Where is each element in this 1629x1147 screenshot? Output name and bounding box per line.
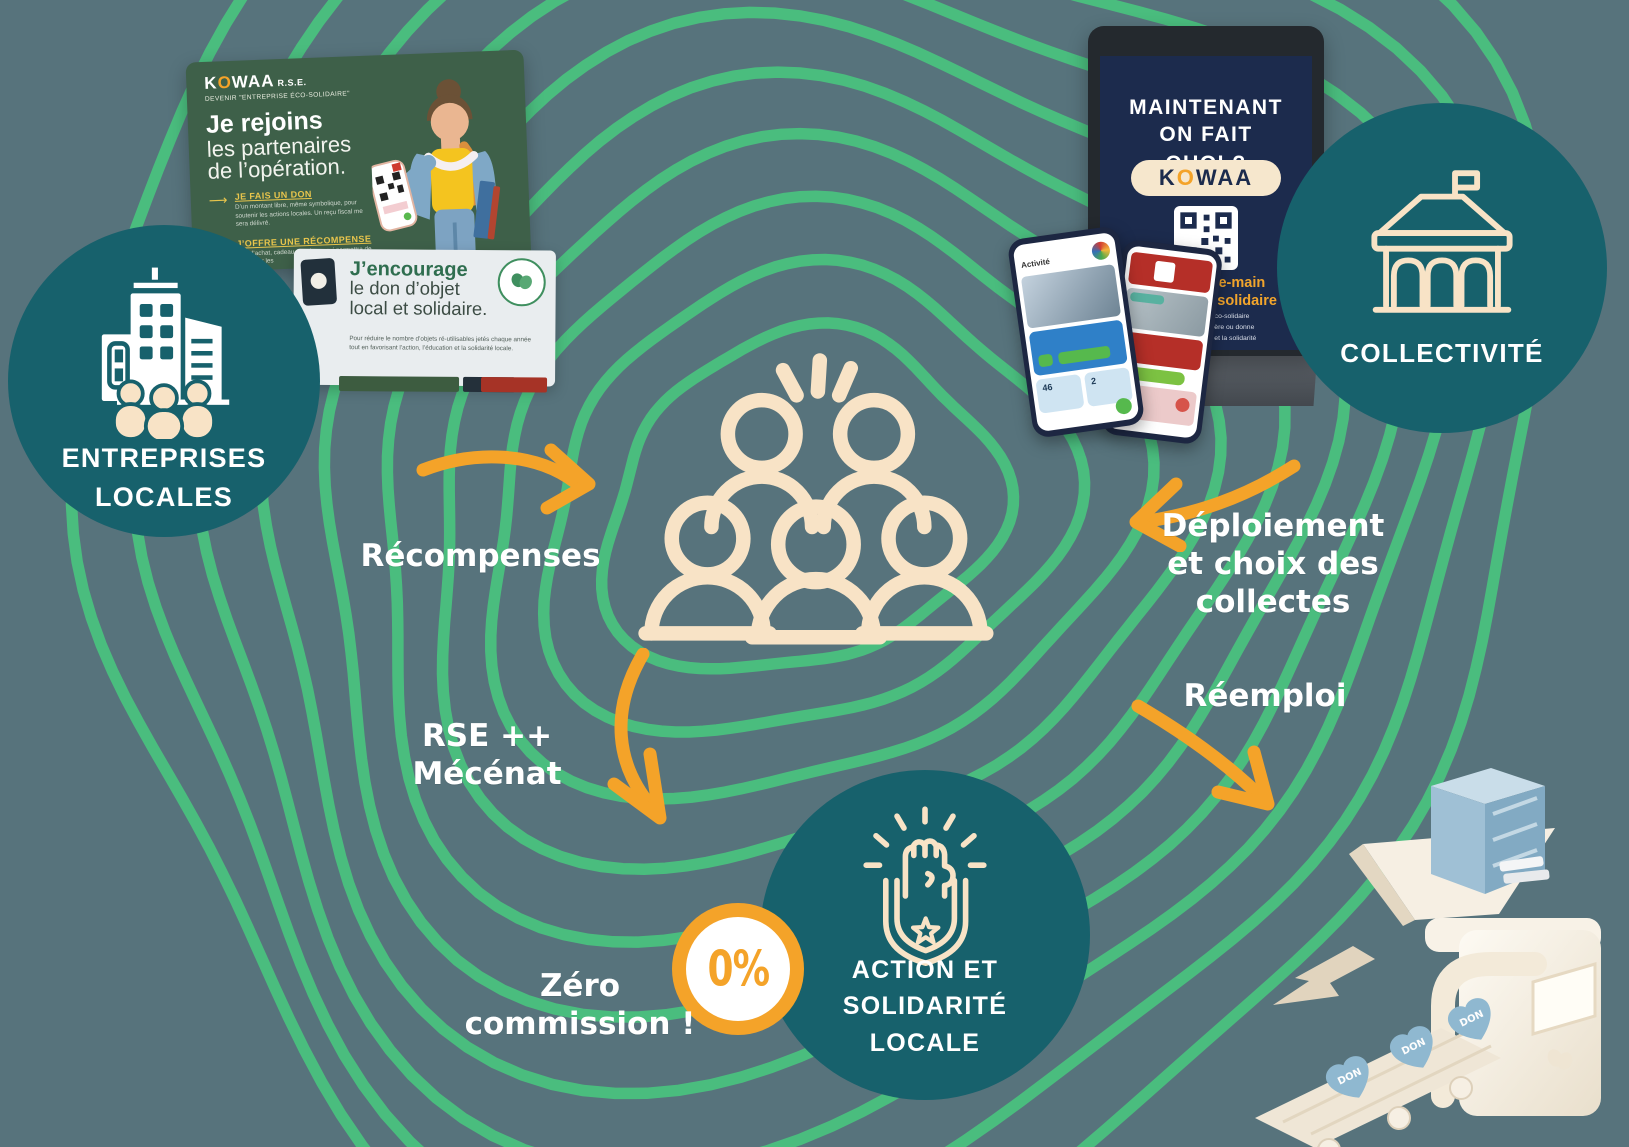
arrow-center-to-action <box>607 648 667 825</box>
community-photo <box>1020 264 1122 329</box>
conveyor-belt <box>1255 1028 1501 1147</box>
arrow-entreprises-to-center <box>416 443 596 515</box>
app-banner <box>1127 251 1214 294</box>
node-label: ENTREPRISES <box>61 443 267 473</box>
label-reemploi: Réemploi <box>1183 678 1347 714</box>
phone-screen: Activité 46 2 <box>1012 231 1140 433</box>
app-header: Activité <box>1020 256 1051 270</box>
node-label: COLLECTIVITÉ <box>1340 338 1544 368</box>
alert-dot <box>1174 397 1191 413</box>
phone-with-qr <box>368 159 418 232</box>
app-button-green <box>1037 353 1054 368</box>
node-label: LOCALE <box>869 1028 981 1057</box>
node-label: LOCALES <box>94 482 234 513</box>
label-rse-mecenat: RSE ++Mécénat <box>412 718 562 792</box>
flyer-footer-text: Pour réduire le nombre d’objets ré-utili… <box>349 335 532 353</box>
flyer-bullet-don: ⟶ JE FAIS UN DON D’un montant libre, mêm… <box>208 189 363 229</box>
raised-fist-shield-icon <box>863 806 987 966</box>
don-hearts: DON DON DON <box>1326 998 1491 1098</box>
butterfly-icon <box>511 273 532 290</box>
app-logo <box>1153 260 1176 283</box>
label-recompenses: Récompenses <box>360 538 601 574</box>
eco-solidaire-stamp <box>497 258 546 307</box>
photo-thumbnail <box>480 377 548 393</box>
output-arrow <box>1273 946 1375 1005</box>
zero-percent-text: 0% <box>707 940 770 998</box>
node-action-solidarite: ACTION ET SOLIDARITÉ LOCALE <box>760 770 1090 1100</box>
flyer-card-thumbnail <box>300 257 338 306</box>
butterfly-mark <box>1547 1049 1573 1070</box>
machine-screen <box>1531 962 1597 1036</box>
kowaa-round-logo <box>310 272 328 290</box>
metropole-logo <box>1090 240 1112 261</box>
rse-flyer: KOWAA R.S.E. DEVENIR "ENTREPRISE ÉCO-SOL… <box>185 49 556 407</box>
node-collectivite: COLLECTIVITÉ <box>1277 103 1607 433</box>
arrow-reemploi-to-machine <box>1131 699 1275 811</box>
community-people-icon <box>638 353 994 645</box>
local-business-buildings-icon <box>101 267 230 439</box>
arrow-bullet-icon: ⟶ <box>208 192 228 209</box>
app-button-green <box>1057 345 1111 365</box>
student-photo-illustration <box>368 79 501 271</box>
photo-thumbnail <box>338 376 460 392</box>
node-label: ACTION ET <box>851 956 999 984</box>
app-card-blue <box>1028 319 1128 377</box>
arrow-collectivite-to-center <box>1129 459 1301 552</box>
reuse-machine-illustration: DON DON DON <box>1255 768 1601 1147</box>
node-entreprises-locales: ENTREPRISES LOCALES <box>8 225 320 537</box>
town-hall-icon <box>1371 170 1513 313</box>
flyer-white-panel: J’encourage le don d’objet local et soli… <box>293 248 556 393</box>
node-label: SOLIDARITÉ <box>842 992 1008 1021</box>
donated-cabinet <box>1431 768 1550 894</box>
